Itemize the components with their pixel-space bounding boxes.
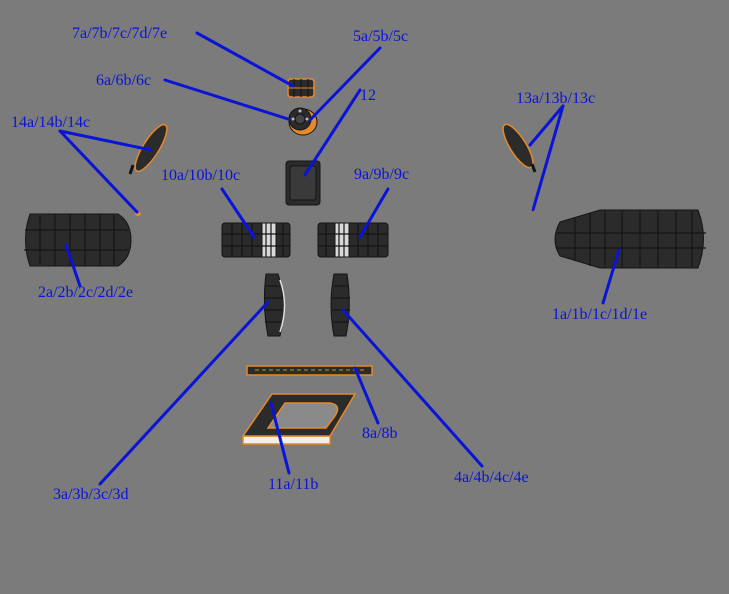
part-2-left-cylinder [24,213,132,267]
part-labels: 7a/7b/7c/7d/7e 5a/5b/5c 6a/6b/6c 12 13a/… [11,25,647,503]
label-8: 8a/8b [362,425,398,442]
label-1: 1a/1b/1c/1d/1e [552,306,647,323]
label-3: 3a/3b/3c/3d [53,486,129,503]
part-6-disc [288,107,318,136]
leader-13b [531,104,565,212]
label-11: 11a/11b [268,476,318,493]
leader-5 [308,46,382,122]
part-3-left-bracket [263,273,286,337]
leader-13a [528,104,565,147]
leader-lines [58,31,621,486]
leader-12 [303,88,362,177]
leader-11 [269,401,291,475]
leader-6 [163,78,290,121]
leader-10 [220,187,256,239]
leader-2 [64,243,82,288]
leader-1 [601,248,621,305]
part-12-square-block [285,160,321,206]
part-7-top-cap [287,78,315,98]
label-13: 13a/13b/13c [516,90,595,107]
part-11-base-plate [241,393,357,445]
label-2: 2a/2b/2c/2d/2e [38,284,133,301]
part-10-left-middle-cylinder [221,222,291,258]
part-8-flat-strip [246,365,373,376]
leader-7 [195,31,295,88]
leader-14b [58,129,139,214]
label-9: 9a/9b/9c [354,166,409,183]
label-5: 5a/5b/5c [353,28,408,45]
leader-9 [358,187,390,239]
label-7: 7a/7b/7c/7d/7e [72,25,167,42]
part-9-right-middle-cylinder [317,222,389,258]
label-4: 4a/4b/4c/4e [454,469,529,486]
label-12: 12 [360,87,376,104]
leader-8 [353,366,380,425]
part-1-right-cylinder [554,209,706,269]
label-6: 6a/6b/6c [96,72,151,89]
part-4-right-bracket [330,273,350,337]
part-13-right-lens [502,123,537,212]
label-14: 14a/14b/14c [11,114,90,131]
leader-3 [98,300,270,486]
label-10: 10a/10b/10c [161,167,240,184]
leader-14a [58,129,153,152]
part-14-left-lens [128,123,168,216]
leader-4 [341,308,484,468]
